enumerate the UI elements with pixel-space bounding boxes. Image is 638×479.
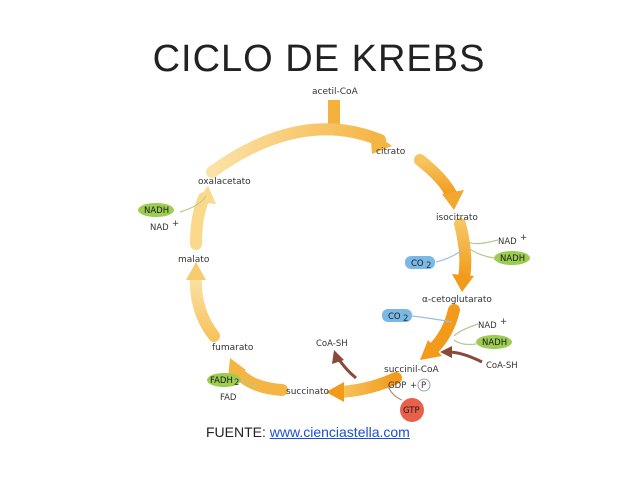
curve-gdp bbox=[387, 385, 403, 401]
arrowhead-citrato bbox=[370, 130, 392, 154]
sup-nad-left: + bbox=[172, 219, 179, 229]
arrowhead-oxalacetato bbox=[196, 186, 216, 204]
label-nadh-right1: NADH bbox=[500, 254, 525, 264]
cofactors: NADH NAD + NAD + NADH CO 2 CO 2 NAD + NA… bbox=[138, 203, 530, 422]
sub-co2-1: 2 bbox=[426, 261, 431, 271]
label-nad-left: NAD bbox=[150, 223, 169, 233]
pill-nadh-left bbox=[138, 203, 174, 217]
curve-nadh-left bbox=[179, 195, 207, 213]
label-gtp: GTP bbox=[403, 406, 420, 416]
pill-fadh2 bbox=[207, 373, 241, 387]
sup-nad-right1: + bbox=[520, 233, 527, 243]
circle-p bbox=[417, 378, 431, 392]
arrow-isocitrato-cetoglutarato bbox=[454, 218, 472, 284]
label-coash-right: CoA-SH bbox=[486, 361, 518, 371]
label-nad-right2: NAD bbox=[478, 321, 497, 331]
label-gdp: GDP bbox=[388, 381, 406, 391]
label-nad-right1: NAD bbox=[498, 237, 517, 247]
circle-gtp bbox=[400, 398, 424, 422]
pill-co2-2 bbox=[382, 309, 412, 322]
label-succinato: succinato bbox=[286, 387, 330, 397]
sup-nad-right2: + bbox=[500, 317, 507, 327]
arrowhead-malato bbox=[186, 262, 206, 280]
label-cetoglutarato: α-cetoglutarato bbox=[422, 295, 492, 305]
label-fad: FAD bbox=[220, 393, 237, 403]
source-prefix: FUENTE: bbox=[206, 424, 270, 440]
sub-co2-2: 2 bbox=[403, 314, 408, 324]
arrow-cetoglutarato-succinil bbox=[426, 304, 460, 356]
curve-co2-1 bbox=[435, 249, 463, 263]
label-isocitrato: isocitrato bbox=[436, 213, 478, 223]
curve-nad-right2 bbox=[453, 323, 479, 337]
label-nadh-right2: NADH bbox=[482, 338, 507, 348]
label-fadh2: FADH bbox=[210, 376, 233, 386]
arrowhead-fumarato bbox=[228, 358, 246, 378]
curve-co2-2 bbox=[411, 315, 453, 323]
label-co2-1: CO bbox=[411, 259, 424, 269]
label-p: P bbox=[421, 381, 426, 391]
arrowhead-coash-in bbox=[440, 346, 452, 358]
plus-gdp: + bbox=[410, 381, 417, 391]
curve-nadh-right2 bbox=[453, 339, 477, 346]
label-oxalacetato: oxalacetato bbox=[198, 177, 251, 187]
arrowhead-coash-out bbox=[332, 350, 344, 364]
label-co2-2: CO bbox=[388, 312, 401, 322]
arrow-oxalacetato-citrato bbox=[206, 123, 386, 178]
arrow-succinato-fumarato bbox=[230, 364, 288, 396]
sub-fadh2: 2 bbox=[234, 378, 239, 388]
label-acetil-coa: acetil-CoA bbox=[312, 87, 359, 97]
label-fumarato: fumarato bbox=[212, 343, 254, 353]
pill-nadh-right1 bbox=[494, 251, 530, 265]
label-citrato: citrato bbox=[376, 147, 406, 157]
source-credit: FUENTE: www.cienciastella.com bbox=[206, 424, 410, 440]
curve-nad-right1 bbox=[467, 239, 499, 245]
page-title: CICLO DE KREBS bbox=[152, 38, 486, 80]
label-nadh-left: NADH bbox=[144, 206, 169, 216]
arrow-fumarato-malato bbox=[189, 270, 220, 342]
arrowhead-succinato bbox=[326, 382, 344, 402]
arrow-succinil-succinato bbox=[334, 372, 402, 398]
metabolite-labels: acetil-CoA citrato isocitrato α-cetoglut… bbox=[178, 87, 492, 397]
label-malato: malato bbox=[178, 255, 210, 265]
arrowhead-isocitrato bbox=[442, 190, 464, 210]
label-coash-center: CoA-SH bbox=[316, 339, 348, 349]
pill-co2-1 bbox=[405, 256, 435, 269]
cycle-arrows bbox=[186, 100, 474, 402]
source-link[interactable]: www.cienciastella.com bbox=[269, 424, 410, 440]
arrowhead-succinil bbox=[420, 340, 442, 360]
arrow-citrato-isocitrato bbox=[414, 154, 458, 202]
arrowhead-cetoglutarato bbox=[452, 274, 474, 292]
curve-nadh-right1 bbox=[467, 247, 495, 259]
pill-nadh-right2 bbox=[476, 335, 512, 349]
label-succinil-coa: succinil-CoA bbox=[384, 365, 440, 375]
side-arrows bbox=[179, 195, 499, 401]
arrow-coash-in bbox=[447, 350, 483, 364]
